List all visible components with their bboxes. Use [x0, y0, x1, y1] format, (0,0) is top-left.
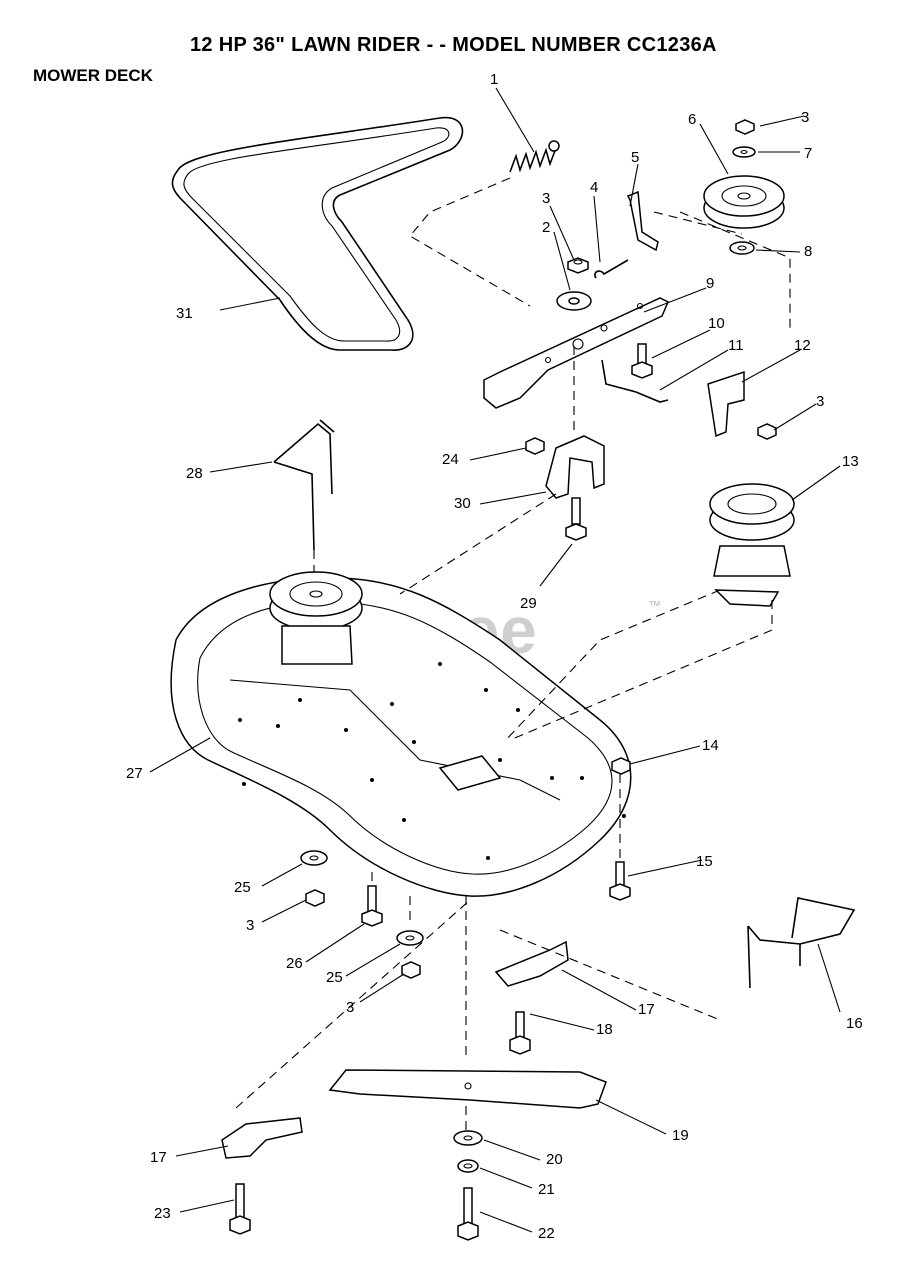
callout-1: 1	[490, 71, 498, 88]
part-31-belt	[171, 116, 464, 351]
callout-14: 14	[702, 737, 719, 754]
callout-9: 9	[706, 275, 714, 292]
callout-leaders	[149, 87, 841, 1233]
part-12-belt-guide	[707, 370, 745, 438]
callout-30: 30	[454, 495, 471, 512]
callout-19: 19	[672, 1127, 689, 1144]
callout-27: 27	[126, 765, 143, 782]
callout-24: 24	[442, 451, 459, 468]
part-4-pin	[594, 259, 629, 279]
part-22-bolt	[457, 1187, 479, 1241]
callout-10: 10	[708, 315, 725, 332]
callout-23: 23	[154, 1205, 171, 1222]
callout-3a: 3	[542, 190, 550, 207]
part-24-locknut	[525, 437, 545, 455]
part-3-nut-pulley	[735, 119, 755, 135]
callout-3c: 3	[816, 393, 824, 410]
callout-6: 6	[688, 111, 696, 128]
callout-25b: 25	[326, 969, 343, 986]
part-8-washer	[729, 241, 755, 255]
part-17-adapter-left	[221, 1117, 303, 1159]
part-5-bracket	[626, 190, 743, 252]
section-heading: MOWER DECK	[33, 66, 153, 85]
part-2-washer	[556, 291, 592, 311]
trademark-mark: ™	[648, 598, 661, 613]
part-18-bolt	[509, 1011, 531, 1055]
callout-13: 13	[842, 453, 859, 470]
part-3-nut-upper	[567, 257, 589, 274]
part-7-washer	[732, 146, 756, 158]
part-11-bracket	[601, 359, 669, 403]
callout-17a: 17	[638, 1001, 655, 1018]
part-19-blade	[328, 1069, 607, 1109]
callout-26: 26	[286, 955, 303, 972]
part-14-locknut	[611, 757, 631, 775]
callout-8: 8	[804, 243, 812, 260]
callout-21: 21	[538, 1181, 555, 1198]
part-20-washer	[453, 1130, 483, 1146]
part-30-bracket	[545, 435, 605, 499]
callout-25a: 25	[234, 879, 251, 896]
part-3-nut-center	[401, 961, 421, 979]
callout-7: 7	[804, 145, 812, 162]
callout-31: 31	[176, 305, 193, 322]
callout-20: 20	[546, 1151, 563, 1168]
callout-12: 12	[794, 337, 811, 354]
deck-spindle-housing	[269, 571, 363, 665]
part-21-washer	[457, 1159, 479, 1173]
callout-3d: 3	[246, 917, 254, 934]
part-23-bolt	[229, 1183, 251, 1235]
callout-labels: 1 2 3 3 3 3 3 4 5 6 7 8 9 10 11 12 13 14…	[126, 71, 863, 1242]
callout-29: 29	[520, 595, 537, 612]
callout-22: 22	[538, 1225, 555, 1242]
callout-2: 2	[542, 219, 550, 236]
part-6-idler-pulley	[703, 175, 785, 229]
callout-15: 15	[696, 853, 713, 870]
part-27-mower-deck	[170, 577, 632, 897]
part-15-bolt	[609, 861, 631, 901]
callout-28: 28	[186, 465, 203, 482]
part-17-adapter-right	[494, 940, 569, 987]
part-9-idler-arm	[483, 297, 669, 436]
assembly-guide-lines	[235, 211, 791, 1130]
callout-16: 16	[846, 1015, 863, 1032]
part-16-lift-rod	[747, 897, 856, 989]
callout-11: 11	[728, 337, 744, 354]
part-25-washer-left	[300, 850, 328, 866]
diagram-title: 12 HP 36" LAWN RIDER - - MODEL NUMBER CC…	[190, 34, 717, 56]
callout-4: 4	[590, 179, 598, 196]
callout-3e: 3	[346, 999, 354, 1016]
part-28-lift-rod	[273, 419, 335, 590]
part-3-nut-left	[305, 889, 325, 907]
part-13-spindle-pulley	[709, 483, 795, 607]
callout-5: 5	[631, 149, 639, 166]
part-25-washer-center	[396, 930, 424, 946]
callout-3b: 3	[801, 109, 809, 126]
callout-18: 18	[596, 1021, 613, 1038]
part-10-shoulder-bolt	[631, 343, 653, 379]
part-1-spring	[409, 140, 560, 307]
part-3-nut-guide	[757, 423, 777, 440]
part-26-bolt	[361, 885, 383, 927]
callout-17b: 17	[150, 1149, 167, 1166]
part-29-bolt	[565, 497, 587, 541]
